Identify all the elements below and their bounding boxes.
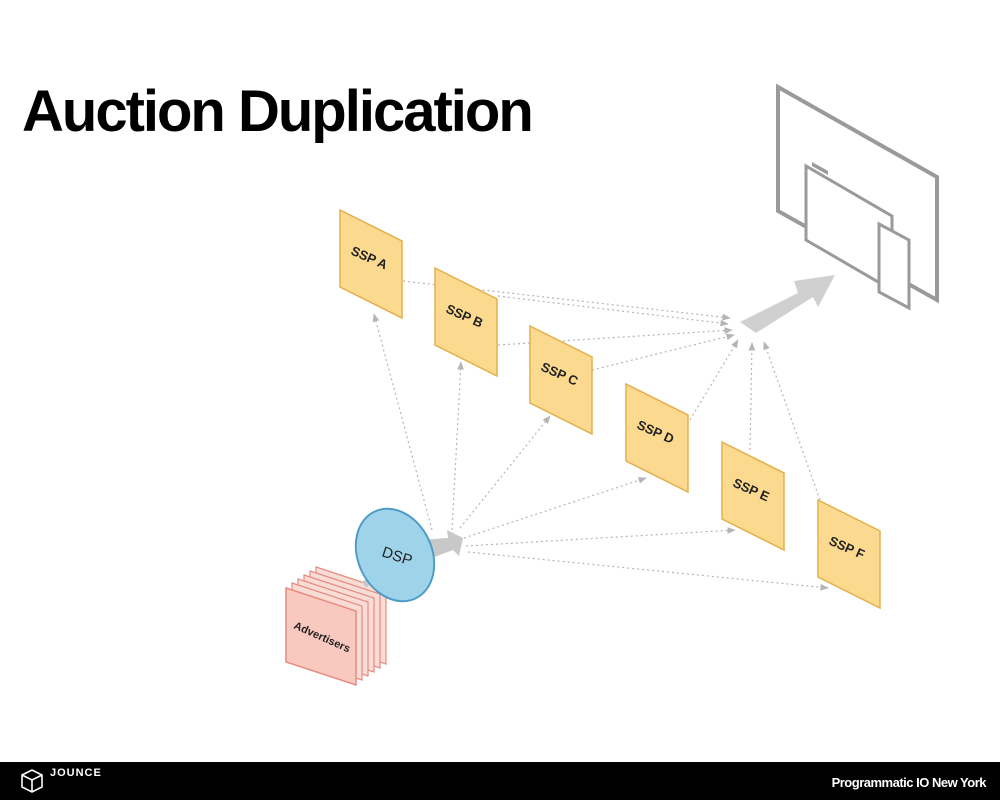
ssp-node-d: SSP D xyxy=(625,382,689,494)
dotted-arrow xyxy=(591,333,735,371)
dotted-arrow xyxy=(372,313,433,531)
to-publisher-arrow xyxy=(740,275,835,333)
ssp-node-f: SSP F xyxy=(817,498,881,610)
dotted-arrow xyxy=(459,415,551,529)
auction-diagram: Advertisers DSP SSP A SSP B SSP C SSP D SSP … xyxy=(285,83,939,687)
dotted-arrow xyxy=(497,295,729,327)
logo-text: JOUNCE xyxy=(50,767,102,779)
dotted-arrow xyxy=(465,527,736,547)
ssp-box xyxy=(625,382,689,494)
ssp-box xyxy=(721,440,785,552)
ssp-node-b: SSP B xyxy=(434,266,498,378)
ssp-node-c: SSP C xyxy=(529,324,593,436)
dotted-arrow xyxy=(497,327,733,346)
ssp-box xyxy=(529,324,593,436)
ssp-node-e: SSP E xyxy=(721,440,785,552)
bid-arrows xyxy=(372,280,829,591)
dotted-arrow xyxy=(748,342,756,451)
slide-title: Auction Duplication xyxy=(22,79,534,144)
dotted-arrow xyxy=(467,551,829,591)
event-name: Programmatic IO New York xyxy=(831,775,987,790)
ssp-box xyxy=(339,208,403,320)
ssp-box xyxy=(817,498,881,610)
device-screens-icon xyxy=(776,83,939,311)
dotted-arrow xyxy=(689,339,739,421)
footer-bar: JOUNCE Programmatic IO New York xyxy=(0,762,1000,800)
ssp-box xyxy=(434,266,498,378)
ssp-node-a: SSP A xyxy=(339,208,403,320)
jounce-logo-icon xyxy=(21,769,43,793)
dotted-arrow xyxy=(463,477,647,539)
dotted-arrow xyxy=(451,361,464,531)
dsp-node: DSP xyxy=(354,507,436,603)
advertisers-stack: Advertisers xyxy=(285,566,387,687)
